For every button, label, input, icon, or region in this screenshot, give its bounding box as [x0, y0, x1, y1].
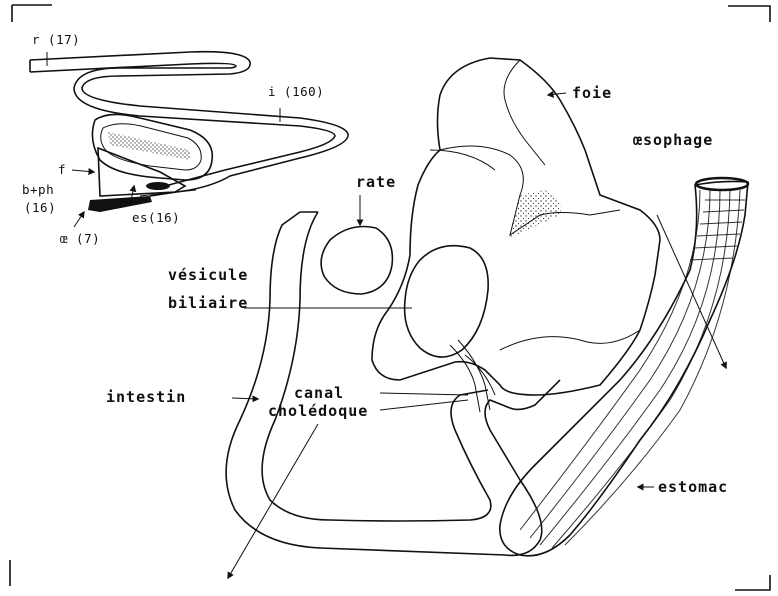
gallbladder-shape: [405, 246, 489, 357]
intestine-shape: [226, 212, 560, 555]
liver-shape: [372, 58, 660, 395]
label-vesicule: vésicule: [168, 266, 248, 284]
label-es: es(16): [132, 210, 180, 225]
label-oesophage: œsophage: [633, 131, 713, 149]
label-foie: foie: [572, 84, 612, 102]
label-biliaire: biliaire: [168, 294, 248, 312]
stomach-shape: [500, 178, 748, 556]
label-estomac: estomac: [658, 478, 728, 496]
inset-digestive-tract: [30, 52, 348, 212]
label-canal: canal: [294, 384, 344, 402]
frame-corner-marks: [10, 5, 770, 590]
inset-pointer-lines: [47, 52, 280, 227]
label-rate: rate: [356, 173, 396, 191]
label-bph: b+ph: [22, 182, 54, 197]
labels: r (17) i (160) f b+ph (16) œ (7) es(16) …: [22, 32, 728, 496]
pointer-lines: [228, 93, 726, 578]
label-oe: œ (7): [60, 231, 100, 246]
label-intestin: intestin: [106, 388, 186, 406]
spleen-shape: [321, 227, 392, 295]
label-choledoque: cholédoque: [268, 402, 368, 420]
label-i: i (160): [268, 84, 324, 99]
label-bph-num: (16): [24, 200, 56, 215]
label-r: r (17): [32, 32, 80, 47]
label-f: f: [58, 162, 66, 177]
